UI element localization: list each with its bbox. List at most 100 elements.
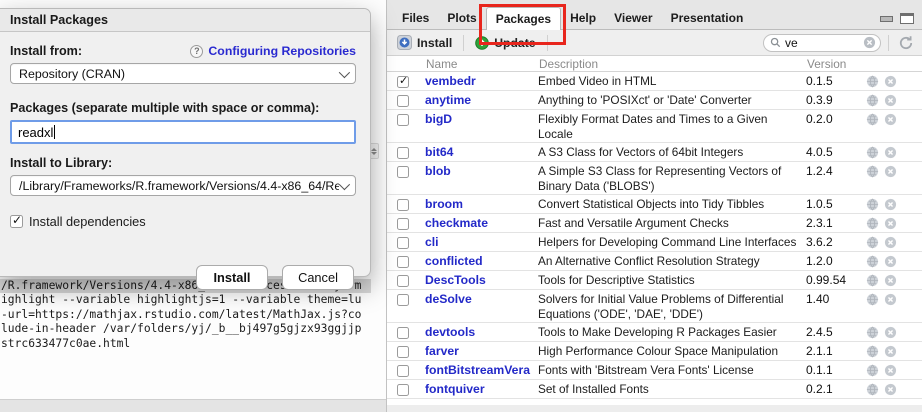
browse-package-icon[interactable] [866,345,879,358]
remove-package-icon[interactable] [884,293,897,306]
package-checkbox[interactable] [397,275,409,287]
column-header-description[interactable]: Description [539,57,599,71]
remove-package-icon[interactable] [884,146,897,159]
remove-package-icon[interactable] [884,326,897,339]
library-select-value: /Library/Frameworks/R.framework/Versions… [19,178,339,193]
package-version: 0.99.54 [806,273,847,287]
package-name-link[interactable]: anytime [425,93,472,107]
install-dependencies-row[interactable]: Install dependencies [10,213,356,229]
package-checkbox[interactable] [397,346,409,358]
package-checkbox[interactable] [397,237,409,249]
tab-viewer[interactable]: Viewer [614,11,653,25]
package-checkbox[interactable] [397,114,409,126]
console-output[interactable]: /R.framework/Versions/4.4-x86_64/Resourc… [0,279,371,351]
tab-packages[interactable]: Packages [485,7,562,30]
update-toolbar-button[interactable]: Update [471,34,539,52]
browse-package-icon[interactable] [866,217,879,230]
package-name-link[interactable]: blob [425,164,451,178]
package-checkbox[interactable] [397,95,409,107]
install-from-label: Install from: [10,44,83,58]
package-name-link[interactable]: broom [425,197,463,211]
remove-package-icon[interactable] [884,383,897,396]
search-input[interactable]: ve [763,33,881,52]
tab-plots[interactable]: Plots [447,11,477,25]
browse-package-icon[interactable] [866,236,879,249]
package-name-link[interactable]: devtools [425,325,476,339]
maximize-pane-icon[interactable] [900,13,914,24]
refresh-button[interactable] [896,35,916,51]
browse-package-icon[interactable] [866,364,879,377]
package-checkbox[interactable] [397,218,409,230]
remove-package-icon[interactable] [884,75,897,88]
browse-package-icon[interactable] [866,198,879,211]
column-header-version[interactable]: Version [807,57,847,71]
install-button[interactable]: Install [196,265,268,290]
browse-package-icon[interactable] [866,146,879,159]
browse-package-icon[interactable] [866,165,879,178]
package-checkbox[interactable] [397,74,409,88]
toolbar-separator [463,34,465,51]
remove-package-icon[interactable] [884,364,897,377]
clear-search-icon[interactable] [863,36,876,49]
package-name-link[interactable]: fontquiver [425,382,485,396]
column-header-name[interactable]: Name [426,57,458,71]
install-toolbar-button[interactable]: Install [393,33,456,52]
package-name-link[interactable]: cli [425,235,439,249]
install-icon [397,35,412,50]
browse-package-icon[interactable] [866,293,879,306]
remove-package-icon[interactable] [884,236,897,249]
package-name-link[interactable]: vembedr [425,74,476,88]
package-checkbox[interactable] [397,327,409,339]
browse-package-icon[interactable] [866,255,879,268]
cancel-button[interactable]: Cancel [282,265,354,290]
minimize-pane-icon[interactable] [880,15,893,22]
package-name-link[interactable]: bigD [425,112,453,126]
packages-input[interactable]: readxl [10,120,356,144]
package-checkbox[interactable] [397,147,409,159]
browse-package-icon[interactable] [866,326,879,339]
package-name-link[interactable]: deSolve [425,292,472,306]
browse-package-icon[interactable] [866,383,879,396]
browse-package-icon[interactable] [866,274,879,287]
tab-files[interactable]: Files [402,11,430,25]
package-checkbox[interactable] [397,166,409,178]
remove-package-icon[interactable] [884,255,897,268]
remove-package-icon[interactable] [884,94,897,107]
dialog-titlebar[interactable]: Install Packages [0,9,370,32]
browse-package-icon[interactable] [866,94,879,107]
remove-package-icon[interactable] [884,217,897,230]
package-checkbox[interactable] [397,384,409,396]
install-dependencies-checkbox[interactable] [10,213,23,228]
remove-package-icon[interactable] [884,198,897,211]
library-select[interactable]: /Library/Frameworks/R.framework/Versions… [10,175,356,196]
repository-select[interactable]: Repository (CRAN) [10,63,356,84]
remove-package-icon[interactable] [884,345,897,358]
package-version: 1.40 [806,292,830,306]
tab-presentation[interactable]: Presentation [670,11,744,25]
package-checkbox[interactable] [397,294,409,306]
remove-package-icon[interactable] [884,274,897,287]
package-name-link[interactable]: DescTools [425,273,486,287]
tab-help[interactable]: Help [570,11,597,25]
package-name-link[interactable]: fontBitstreamVera [425,363,530,377]
package-checkbox[interactable] [397,256,409,268]
remove-package-icon[interactable] [884,113,897,126]
package-checkbox[interactable] [397,365,409,377]
package-name-link[interactable]: farver [425,344,459,358]
package-checkbox[interactable] [397,199,409,211]
browse-package-icon[interactable] [866,75,879,88]
remove-package-icon[interactable] [884,165,897,178]
package-name-link[interactable]: bit64 [425,145,454,159]
install-dependencies-label: Install dependencies [29,214,146,229]
package-version: 2.1.1 [806,344,833,358]
configuring-repositories-link[interactable]: Configuring Repositories [208,44,356,58]
browse-package-icon[interactable] [866,113,879,126]
package-name-link[interactable]: conflicted [425,254,483,268]
package-description: Flexibly Format Dates and Times to a Giv… [538,112,768,141]
help-icon[interactable]: ? [190,44,204,58]
package-name-link[interactable]: checkmate [425,216,489,230]
